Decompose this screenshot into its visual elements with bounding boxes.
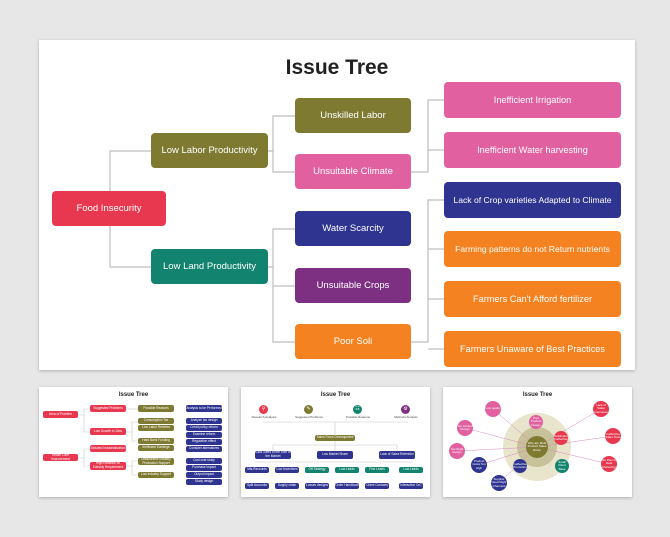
node-farming-patterns: Farming patterns do not Return nutrients: [444, 231, 621, 267]
node-label: Lack of Crop varieties Adapted to Climat…: [453, 195, 612, 205]
node-unsuitable-crops: Unsuitable Crops: [295, 268, 411, 303]
node-label: Poor Soli: [333, 336, 373, 347]
node-inefficient-water-harvesting: Inefficient Water harvesting: [444, 132, 621, 168]
thumb1-col3-node: Hard Bank Funding: [138, 438, 174, 444]
thumbnail-2[interactable]: Issue Tree ⚲ ✎ ☷ ⚙ Research Analysis Sug…: [241, 387, 430, 497]
thumb3-inner-node: Poor Product Design: [529, 415, 543, 429]
node-label: Low Labor Productivity: [161, 145, 258, 156]
thumb1-col4-node: Cost cost study: [186, 458, 222, 464]
root-node-label: Food Insecurity: [76, 203, 142, 214]
node-low-land-productivity: Low Land Productivity: [151, 249, 268, 284]
thumb1-col3-node: Consumption Tax: [138, 418, 174, 424]
thumb3-outer-node: No Plan in Real Marketing: [601, 456, 617, 472]
node-label: Unskilled Labor: [320, 110, 386, 121]
thumb1-col2-node: Low Growth in Jobs: [90, 428, 126, 435]
thumb3-inner-node: Distribution Ineffective: [554, 431, 568, 445]
thumb1-col4-node: Credit policy reform: [186, 425, 222, 431]
node-poor-soil: Poor Soli: [295, 324, 411, 359]
thumbnail-connectors: [255, 421, 413, 463]
thumb3-center-node: Why are Most Product Sales Down: [526, 436, 548, 458]
thumb1-col3-node: Possible Reasons: [138, 405, 174, 412]
thumb1-col4-node: Purchase impact: [186, 465, 222, 471]
thumbnail-title: Issue Tree: [522, 392, 553, 398]
thumb3-outer-node: Not Right Design: [449, 443, 465, 459]
thumb1-col3-node: Unfavorable Industry Production Support: [138, 458, 174, 465]
node-label: Farmers Unaware of Best Practices: [459, 344, 605, 354]
thumb1-col3-node: Low Industry Support: [138, 472, 174, 478]
thumb1-col4-node: Analysis to be Performed: [186, 405, 222, 412]
thumb1-col4-node: Regulation effect: [186, 439, 222, 445]
thumb2-row2-node: Supply chain: [275, 483, 299, 489]
thumb3-inner-node: Ineffective Promotion: [513, 459, 527, 473]
root-node-food-insecurity: Food Insecurity: [52, 191, 166, 226]
thumb1-col4-node: Study design: [186, 479, 222, 485]
thumb3-outer-node: Lack of Sales Interviews: [593, 401, 609, 417]
connector-lines: [109, 99, 444, 350]
thumb1-col1-node: Health Care Improvement: [43, 454, 78, 461]
thumbnail-1[interactable]: Issue Tree Area of Problem Health Care I…: [39, 387, 228, 497]
node-label: Inefficient Water harvesting: [477, 145, 588, 155]
thumb2-mid-node: Low Market Share: [317, 451, 353, 459]
node-inefficient-irrigation: Inefficient Irrigation: [444, 82, 621, 118]
thumb1-col3-node: Low Labor Reforms: [138, 425, 174, 431]
suggested-problems-icon: ✎: [304, 405, 313, 414]
thumb3-outer-node: Low quality: [485, 401, 501, 417]
node-label: Unsuitable Climate: [313, 166, 393, 177]
main-slide: Issue Tree Food Insecurity Low Labor Pro…: [39, 40, 635, 370]
thumb3-inner-node: Small Client Base: [555, 459, 569, 473]
thumb2-center-node: Sales Force Development: [315, 435, 355, 441]
node-unskilled-labor: Unskilled Labor: [295, 98, 411, 133]
thumb2-row2-node: Interaction O/C: [399, 483, 423, 489]
thumb2-row1-node: Off Strategy: [305, 467, 329, 473]
thumb1-col4-node: Examine reform: [186, 432, 222, 438]
thumb1-col3-node: Inefficient Earnings: [138, 445, 174, 451]
thumb2-row2-node: Split Accounts: [245, 483, 269, 489]
thumb2-row1-node: Few Leads: [365, 467, 389, 473]
thumb1-col2-node: Sedated Industrialization: [90, 445, 126, 452]
slide-title: Issue Tree: [285, 56, 389, 79]
research-analysis-icon: ⚲: [259, 405, 268, 414]
node-label: Farming patterns do not Return nutrients: [455, 244, 610, 254]
thumbnail-title: Issue Tree: [118, 392, 149, 398]
thumb2-row1-node: Low Leads: [399, 467, 423, 473]
thumb1-col1-node: Area of Problem: [43, 411, 78, 418]
icon-caption: Possible Reasons: [345, 415, 370, 419]
icon-caption: Research Analysis: [251, 415, 277, 419]
thumb2-mid-node: Lack Sales of the Size of the Market: [255, 451, 291, 459]
thumb1-col4-node: Consider alternatives: [186, 446, 222, 452]
thumb2-row2-node: Client Contacts: [365, 483, 389, 489]
thumbnail-title: Issue Tree: [320, 392, 351, 398]
node-water-scarcity: Water Scarcity: [295, 211, 411, 246]
node-label: Inefficient Irrigation: [493, 95, 572, 105]
node-label: Farmers Can't Afford fertilizer: [472, 294, 592, 304]
icon-caption: Methods Analysis: [394, 415, 418, 419]
node-label: Low Land Productivity: [163, 261, 256, 272]
node-unsuitable-climate: Unsuitable Climate: [295, 154, 411, 189]
thumb3-outer-node: Product Costs Too High: [471, 457, 487, 473]
node-farmers-unaware: Farmers Unaware of Best Practices: [444, 331, 621, 367]
thumb2-row2-node: Losses designs: [305, 483, 329, 489]
thumb3-outer-node: Too Limited Design: [457, 420, 473, 436]
thumb2-row1-node: Low Incentives: [275, 467, 299, 473]
possible-reasons-icon: ☷: [353, 405, 362, 414]
thumb2-row1-node: Low Leads: [335, 467, 359, 473]
node-label: Water Scarcity: [322, 223, 384, 234]
methods-analysis-icon: ⚙: [401, 405, 410, 414]
node-lack-of-crop-varieties: Lack of Crop varieties Adapted to Climat…: [444, 182, 621, 218]
node-farmers-cant-afford-fertilizer: Farmers Can't Afford fertilizer: [444, 281, 621, 317]
thumb1-col2-node: High Reliance on Subsidy Requirement: [90, 462, 126, 470]
thumb1-col4-node: Output impact: [186, 472, 222, 478]
node-low-labor-productivity: Low Labor Productivity: [151, 133, 268, 168]
thumb2-mid-node: Lack of Sales Retention: [379, 451, 415, 459]
thumbnail-connectors: [78, 408, 138, 476]
thumb3-outer-node: Ineffective Sales Tools: [605, 428, 621, 444]
thumb3-outer-node: Supplier Need Right Channels: [491, 475, 507, 491]
node-label: Unsuitable Crops: [316, 280, 390, 291]
thumbnail-3[interactable]: Issue Tree Why are Most Product Sales Do…: [443, 387, 632, 497]
thumb1-col4-node: Analyze tax design: [186, 418, 222, 424]
thumb2-row1-node: Mis-Recounts: [245, 467, 269, 473]
icon-caption: Suggested Problems: [295, 415, 323, 419]
thumb2-row2-node: Order Handbook: [335, 483, 359, 489]
thumb1-col2-node: Suggested Problems: [90, 405, 126, 412]
